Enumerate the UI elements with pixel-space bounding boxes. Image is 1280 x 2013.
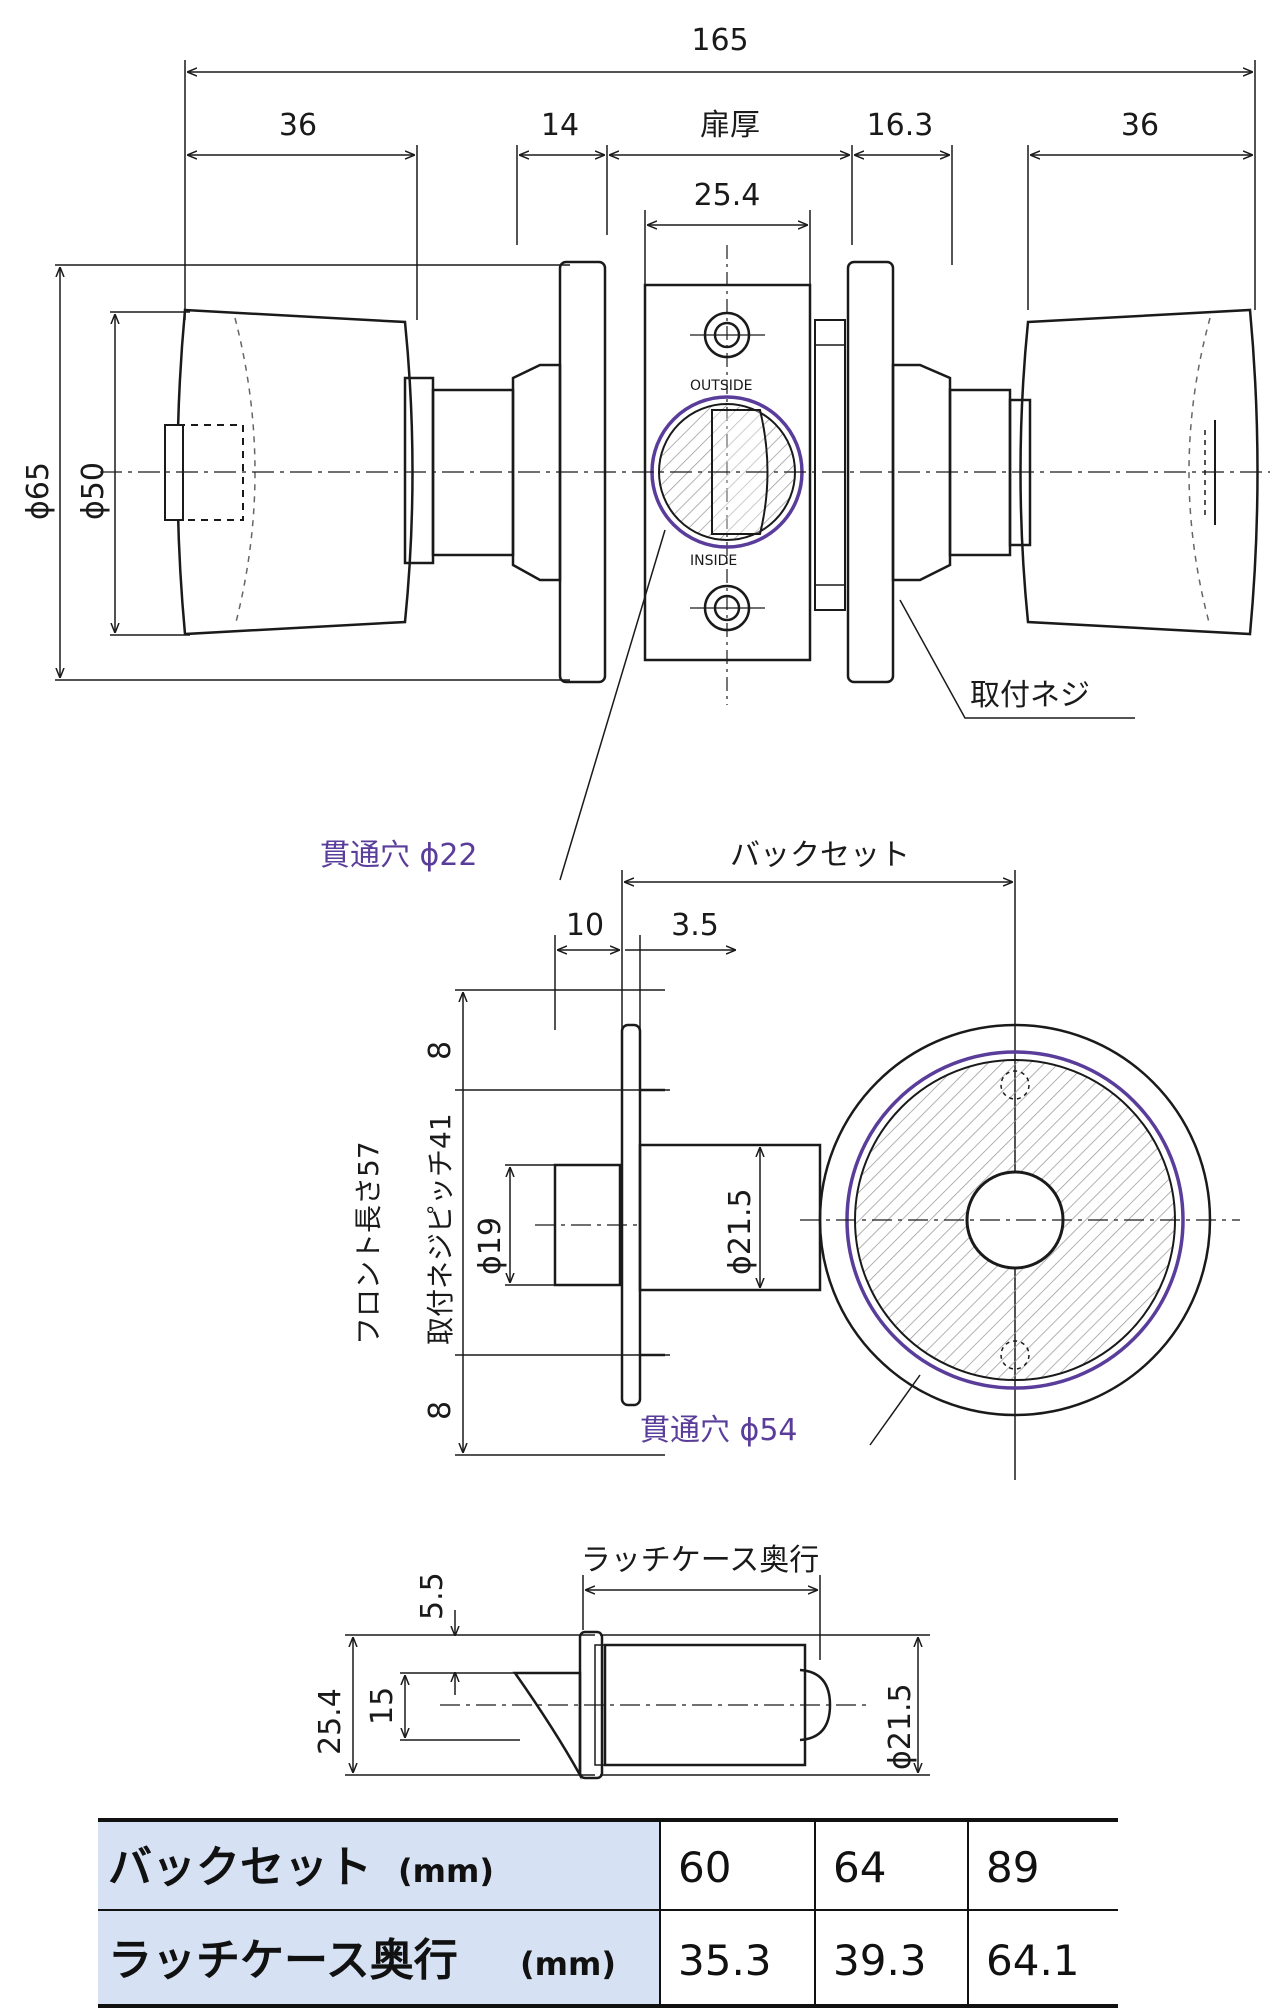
latch-view: [345, 1575, 930, 1780]
dim-5-5: 5.5: [415, 1572, 450, 1620]
left-neck: [403, 376, 435, 565]
cell-value: 64: [833, 1843, 886, 1892]
cell-value: 60: [678, 1843, 731, 1892]
dim-front-bottom: 8: [423, 1401, 458, 1420]
latch-extension-lines: [345, 1575, 930, 1776]
dim-knob-right: 36: [1121, 108, 1159, 143]
latch-bolt-tip: [512, 1671, 582, 1780]
front-plate: [620, 1023, 642, 1407]
dim-front-top: 8: [423, 1041, 458, 1060]
dim-latch-face: 25.4: [694, 178, 761, 213]
label-through-hole-22: 貫通穴 ϕ22: [320, 838, 478, 873]
top-view: OUTSIDE INSIDE: [55, 60, 1270, 881]
row-label: バックセット: [108, 1842, 372, 1893]
leader-through-hole-54: [869, 1374, 921, 1446]
leader-mount-screw: [899, 599, 1135, 719]
side-view: [455, 870, 1240, 1480]
table-row-backset: バックセット (mm) 60 64 89: [108, 1842, 1039, 1893]
dia-rose: ϕ65: [21, 462, 56, 520]
extension-lines: [55, 60, 1256, 681]
dia-case-latch: ϕ21.5: [883, 1683, 918, 1770]
dim-rose-left: 14: [541, 108, 579, 143]
dim-10: 10: [566, 908, 604, 943]
svg-text:INSIDE: INSIDE: [690, 553, 737, 569]
cell-value: 89: [986, 1843, 1039, 1892]
label-mount-screw: 取付ネジ: [970, 678, 1090, 713]
side-dimension-lines: [463, 882, 1012, 1452]
dia-case: ϕ21.5: [723, 1188, 758, 1275]
dia-knob: ϕ50: [76, 462, 111, 520]
cell-value: 64.1: [986, 1936, 1080, 1985]
label-case-depth: ラッチケース奥行: [581, 1543, 820, 1578]
dimension-lines: [60, 72, 1252, 677]
left-knob-keyhole: [164, 424, 244, 521]
dim-3-5: 3.5: [671, 908, 719, 943]
dim-door-thickness: 扉厚: [700, 108, 760, 143]
latch-dimension-lines: [353, 1590, 918, 1772]
label-backset: バックセット: [730, 838, 910, 873]
dim-15: 15: [365, 1687, 400, 1725]
leader-through-hole-22: [559, 529, 666, 881]
dia-latch: ϕ19: [473, 1217, 508, 1275]
cell-value: 39.3: [833, 1936, 927, 1985]
right-knob: [1019, 308, 1259, 636]
right-rose-cone: [891, 363, 952, 582]
label-screw-pitch: 取付ネジピッチ41: [424, 1113, 457, 1345]
table-row-case-depth: ラッチケース奥行 (mm) 35.3 39.3 64.1: [108, 1935, 1080, 1986]
cell-value: 35.3: [678, 1936, 772, 1985]
spec-table: バックセット (mm) 60 64 89 ラッチケース奥行 (mm) 35.3 …: [98, 1818, 1118, 2008]
svg-text:OUTSIDE: OUTSIDE: [690, 378, 752, 394]
row-unit: (mm): [398, 1852, 494, 1890]
dim-25-4: 25.4: [313, 1688, 348, 1755]
dim-knob-left: 36: [279, 108, 317, 143]
label-front-length: フロント長さ57: [352, 1141, 385, 1345]
left-knob: [176, 308, 414, 636]
label-through-hole-54: 貫通穴 ϕ54: [640, 1413, 798, 1448]
row-unit: (mm): [520, 1945, 616, 1983]
dim-right-gap: 16.3: [867, 108, 934, 143]
row-label: ラッチケース奥行: [108, 1935, 458, 1986]
dim-overall: 165: [691, 23, 748, 58]
right-spacer: [814, 319, 846, 611]
